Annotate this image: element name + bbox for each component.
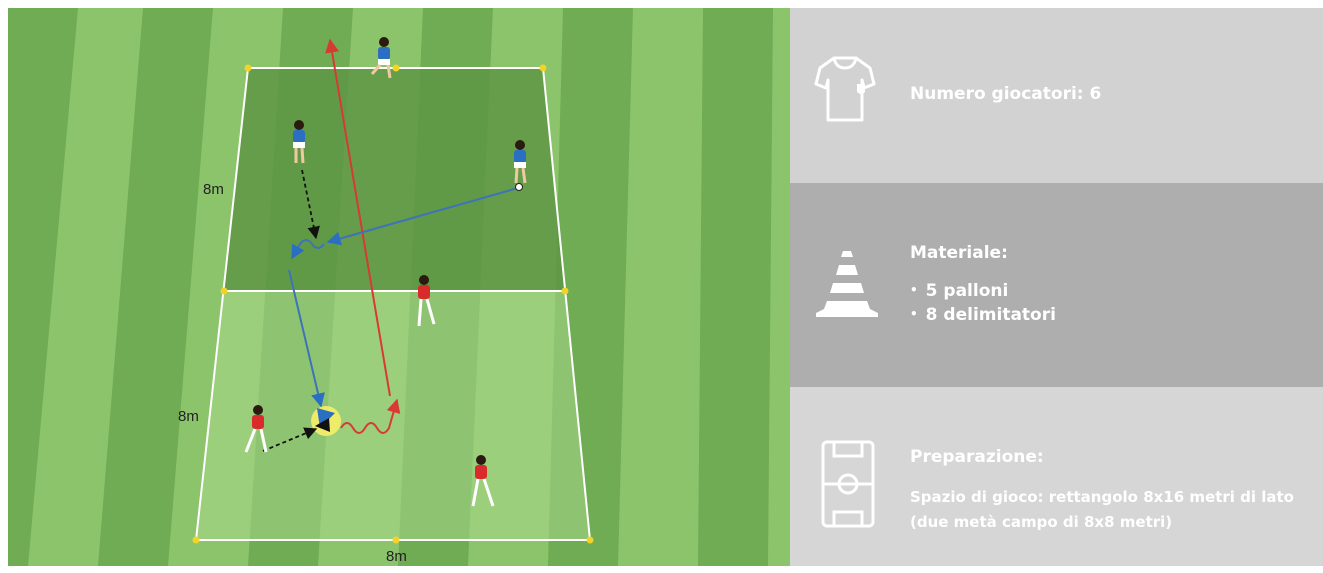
dimension-label-bottom: 8m — [386, 548, 407, 565]
shirt-icon — [814, 54, 876, 124]
info-sidebar: Numero giocatori: 6 Materiale: •5 pallon… — [790, 8, 1323, 566]
material-title: Materiale: — [910, 243, 1008, 263]
cone-marker — [587, 537, 594, 544]
upper-half-area — [224, 68, 565, 291]
list-item: •8 delimitatori — [910, 305, 1056, 325]
material-item: 8 delimitatori — [926, 305, 1056, 325]
players-text: Numero giocatori: 6 — [910, 84, 1101, 104]
field-icon — [820, 439, 876, 529]
dimension-label-lower: 8m — [178, 408, 199, 425]
cone-marker — [540, 65, 547, 72]
material-panel: Materiale: •5 palloni •8 delimitatori — [790, 183, 1323, 387]
cone-marker — [393, 65, 400, 72]
setup-title: Preparazione: — [910, 447, 1044, 467]
material-item: 5 palloni — [926, 281, 1009, 301]
cone-marker — [193, 537, 200, 544]
training-pitch-diagram: 8m 8m 8m — [8, 8, 790, 566]
material-list: •5 palloni •8 delimitatori — [910, 281, 1056, 329]
list-item: •5 palloni — [910, 281, 1056, 301]
cone-marker — [562, 288, 569, 295]
cone-marker — [221, 288, 228, 295]
setup-panel: Preparazione: Spazio di gioco: rettangol… — [790, 387, 1323, 566]
setup-description: Spazio di gioco: rettangolo 8x16 metri d… — [910, 485, 1310, 535]
cone-marker — [245, 65, 252, 72]
players-panel: Numero giocatori: 6 — [790, 8, 1323, 183]
cone-icon — [812, 243, 882, 323]
cone-marker — [393, 537, 400, 544]
dimension-label-upper: 8m — [203, 181, 224, 198]
